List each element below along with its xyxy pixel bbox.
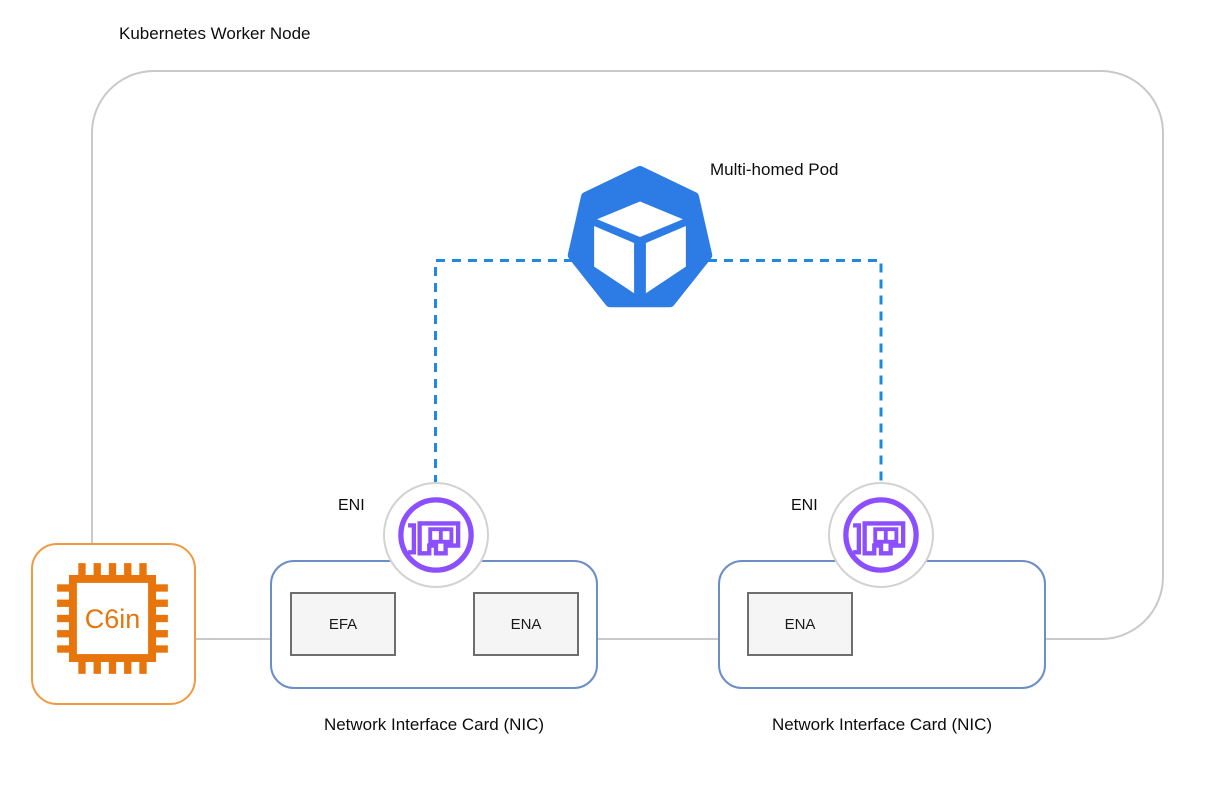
instance-label: C6in <box>84 604 141 634</box>
eni-circle-right <box>828 482 934 588</box>
eni-label-left: ENI <box>338 497 365 514</box>
adapter-label: ENA <box>784 615 816 633</box>
nic-label-left: Network Interface Card (NIC) <box>323 715 545 734</box>
nic-label-right: Network Interface Card (NIC) <box>771 715 993 734</box>
kubernetes-pod-icon <box>567 166 713 308</box>
adapter-box-ena-right: ENA <box>747 592 853 656</box>
adapter-label: EFA <box>328 615 358 633</box>
worker-node-title: Kubernetes Worker Node <box>119 24 311 43</box>
adapter-box-ena-left: ENA <box>473 592 579 656</box>
adapter-label: ENA <box>510 615 542 633</box>
worker-node-boundary <box>91 70 1164 640</box>
network-interface-icon <box>843 497 919 573</box>
pod-label: Multi-homed Pod <box>710 160 839 179</box>
cpu-chip-icon <box>57 563 168 674</box>
adapter-box-efa: EFA <box>290 592 396 656</box>
eni-circle-left <box>383 482 489 588</box>
network-interface-icon <box>398 497 474 573</box>
eni-label-right: ENI <box>791 497 818 514</box>
